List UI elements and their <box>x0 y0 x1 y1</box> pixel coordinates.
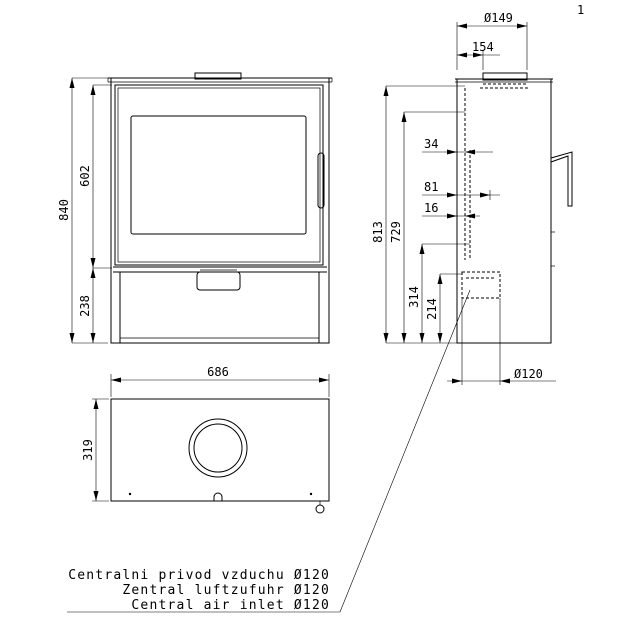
dim-319-arrow-top <box>93 399 99 409</box>
dim-16-label: 16 <box>424 201 438 215</box>
side-view: Ø149 154 34 81 16 813 729 <box>371 11 573 385</box>
front-door-glass <box>130 115 307 235</box>
dim-314-label: 314 <box>407 286 421 308</box>
dim-840-arrow-top <box>69 78 75 88</box>
air-inlet-callout: Centralni privod vzduchu Ø120 Zentral lu… <box>67 289 471 613</box>
front-door-frame <box>114 84 324 266</box>
dim-154-arrow-left <box>457 52 467 58</box>
top-front-knob <box>213 492 223 501</box>
dim-81-label: 81 <box>424 180 438 194</box>
dim-602-label: 602 <box>78 165 92 187</box>
dim-149-arrow-left <box>457 23 467 29</box>
dim-314-arrow-bottom <box>419 333 425 343</box>
dim-840-arrow-bottom <box>69 333 75 343</box>
dim-729-arrow-bottom <box>401 333 407 343</box>
top-body-outline <box>110 398 330 502</box>
front-door-handle <box>317 152 325 209</box>
top-mark-right <box>309 492 313 496</box>
dim-729-label: 729 <box>389 221 403 243</box>
dim-729-arrow-top <box>401 112 407 122</box>
dim-840-label: 840 <box>57 199 71 221</box>
dim-238-arrow-top <box>90 268 96 278</box>
front-view: 840 602 238 <box>57 72 333 344</box>
front-body-outline <box>110 77 330 344</box>
dim-686-arrow-right <box>319 377 329 383</box>
front-flue-collar <box>194 72 242 80</box>
dim-214-label: 214 <box>425 298 439 320</box>
dim-149-label: Ø149 <box>484 11 513 25</box>
dim-149-arrow-right <box>517 23 527 29</box>
top-mark-left <box>128 492 132 496</box>
front-air-inlet-box <box>196 271 241 291</box>
dim-813-arrow-bottom <box>383 333 389 343</box>
dim-686-label: 686 <box>207 365 229 379</box>
dim-214-arrow-top <box>437 274 443 284</box>
dim-214-arrow-bottom <box>437 333 443 343</box>
dim-314-arrow-top <box>419 244 425 254</box>
side-body-outline <box>456 78 552 344</box>
dim-238-label: 238 <box>78 295 92 317</box>
top-flue-inner <box>193 423 243 473</box>
dim-686-arrow-left <box>111 377 121 383</box>
note-czech: Centralni privod vzduchu Ø120 <box>68 568 330 583</box>
dim-813-label: 813 <box>371 221 385 243</box>
dim-16-arrow-left <box>447 213 457 219</box>
note-german: Zentral luftzufuhr Ø120 <box>122 583 330 598</box>
top-flue-outer <box>188 418 248 478</box>
dim-120-arrow-left <box>452 378 462 384</box>
dim-34-arrow-left <box>447 149 457 155</box>
dim-120-label: Ø120 <box>514 367 543 381</box>
dim-602-arrow-top <box>90 85 96 95</box>
side-flue-collar <box>482 72 528 81</box>
top-handle-knob <box>315 504 325 514</box>
dim-81-arrow-right <box>480 192 490 198</box>
dim-34-arrow-right <box>465 149 475 155</box>
callout-leader <box>339 289 471 613</box>
dim-154-label: 154 <box>472 40 494 54</box>
dim-602-arrow-bottom <box>90 258 96 268</box>
side-door-handle <box>550 151 573 207</box>
sheet-number: 1 <box>577 3 584 17</box>
dim-16-arrow-right <box>465 213 475 219</box>
dim-319-arrow-bottom <box>93 491 99 501</box>
dim-120-arrow-right <box>500 378 510 384</box>
top-view: 686 319 <box>81 365 330 514</box>
dim-319-label: 319 <box>81 439 95 461</box>
dim-238-arrow-bottom <box>90 333 96 343</box>
dim-154-arrow-right <box>473 52 483 58</box>
note-english: Central air inlet Ø120 <box>131 598 330 613</box>
dim-34-label: 34 <box>424 137 438 151</box>
front-door-frame-inner <box>117 87 321 263</box>
dim-813-arrow-top <box>383 86 389 96</box>
side-inlet-box <box>461 271 501 299</box>
dim-81-arrow-left <box>447 192 457 198</box>
